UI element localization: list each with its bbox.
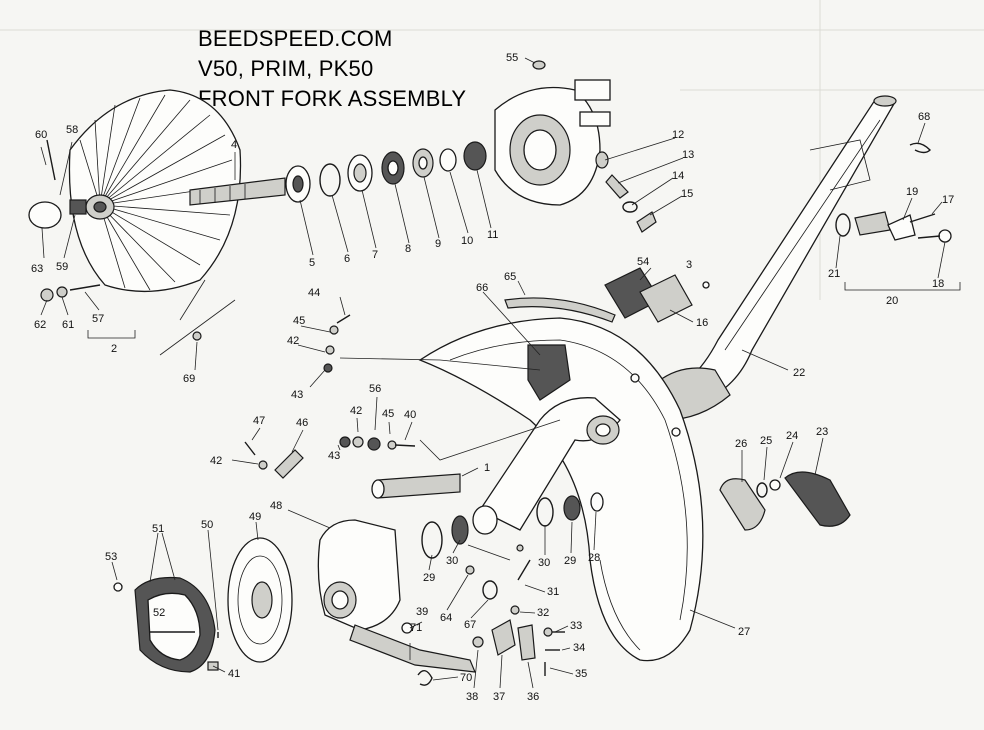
part-label-32: 32 — [537, 607, 549, 619]
part-label-28: 28 — [588, 552, 600, 564]
part-label-61: 61 — [62, 319, 74, 331]
part-label-42-lower: 42 — [210, 455, 222, 467]
part-label-41: 41 — [228, 668, 240, 680]
part-label-58: 58 — [66, 124, 78, 136]
part-label-43-mid: 43 — [328, 450, 340, 462]
part-label-12: 12 — [672, 129, 684, 141]
part-label-45-mid: 45 — [382, 408, 394, 420]
part-label-38: 38 — [466, 691, 478, 703]
part-label-4: 4 — [231, 139, 237, 151]
pivot-shaft — [371, 473, 461, 499]
part-label-60: 60 — [35, 129, 47, 141]
part-label-31: 31 — [547, 586, 559, 598]
part-label-36: 36 — [527, 691, 539, 703]
damper-mount-parts — [719, 471, 851, 531]
part-label-39: 39 — [416, 606, 428, 618]
part-label-19: 19 — [906, 186, 918, 198]
part-label-54: 54 — [637, 256, 649, 268]
part-label-16: 16 — [696, 317, 708, 329]
brake-backing-plate — [227, 537, 293, 663]
part-label-44: 44 — [308, 287, 320, 299]
upper-hub-housing — [494, 60, 657, 233]
small-hardware — [192, 314, 565, 686]
part-label-6: 6 — [344, 253, 350, 265]
part-label-50: 50 — [201, 519, 213, 531]
part-label-57: 57 — [92, 313, 104, 325]
part-label-63: 63 — [31, 263, 43, 275]
part-label-26: 26 — [735, 438, 747, 450]
part-label-11: 11 — [487, 229, 498, 241]
part-label-42-mid: 42 — [350, 405, 362, 417]
front-mudguard — [418, 297, 704, 662]
part-label-71: 71 — [410, 622, 422, 634]
part-label-40: 40 — [404, 409, 416, 421]
part-label-20: 20 — [886, 295, 898, 307]
part-label-65: 65 — [504, 271, 516, 283]
part-label-47: 47 — [253, 415, 265, 427]
part-label-56: 56 — [369, 383, 381, 395]
part-label-68: 68 — [918, 111, 930, 123]
part-label-51: 51 — [152, 523, 164, 535]
part-label-27: 27 — [738, 626, 750, 638]
part-label-35: 35 — [575, 668, 587, 680]
part-label-48: 48 — [270, 500, 282, 512]
friction-pads — [604, 267, 710, 323]
part-label-34: 34 — [573, 642, 585, 654]
fork-swing-arm — [472, 397, 621, 535]
part-label-7: 7 — [372, 249, 378, 261]
part-label-15: 15 — [681, 188, 693, 200]
brake-shoes — [113, 576, 219, 673]
part-label-43-upper: 43 — [291, 389, 303, 401]
part-label-59: 59 — [56, 261, 68, 273]
part-label-17: 17 — [942, 194, 954, 206]
part-label-23: 23 — [816, 426, 828, 438]
part-label-21: 21 — [828, 268, 840, 280]
part-label-1: 1 — [484, 462, 490, 474]
part-label-9: 9 — [435, 238, 441, 250]
lock-parts-group — [835, 142, 961, 291]
assembly-name: FRONT FORK ASSEMBLY — [198, 86, 467, 111]
part-label-64: 64 — [440, 612, 452, 624]
part-label-14: 14 — [672, 170, 684, 182]
part-label-25: 25 — [760, 435, 772, 447]
axle-and-bearings — [189, 141, 487, 206]
part-label-22: 22 — [793, 367, 805, 379]
part-label-53: 53 — [105, 551, 117, 563]
part-label-69: 69 — [183, 373, 195, 385]
steering-tube — [639, 95, 897, 421]
part-number-labels: 60 58 4 63 59 62 61 57 2 5 6 7 8 9 10 11… — [31, 52, 954, 703]
part-label-49: 49 — [249, 511, 261, 523]
part-label-10: 10 — [461, 235, 473, 247]
part-label-70: 70 — [460, 672, 472, 684]
part-label-18: 18 — [932, 278, 944, 290]
part-label-13: 13 — [682, 149, 694, 161]
part-label-33: 33 — [570, 620, 582, 632]
part-label-30-left: 30 — [446, 555, 458, 567]
part-label-5: 5 — [309, 257, 315, 269]
part-label-8: 8 — [405, 243, 411, 255]
part-label-42-upper: 42 — [287, 335, 299, 347]
part-label-29-right: 29 — [564, 555, 576, 567]
part-label-37: 37 — [493, 691, 505, 703]
part-label-62: 62 — [34, 319, 46, 331]
part-label-46: 46 — [296, 417, 308, 429]
leader-lines — [40, 57, 946, 689]
part-label-45-upper: 45 — [293, 315, 305, 327]
part-label-3: 3 — [686, 259, 692, 271]
model-list: V50, PRIM, PK50 — [198, 56, 374, 81]
brake-drum-hub — [28, 89, 242, 302]
part-label-24: 24 — [786, 430, 798, 442]
part-label-29-left: 29 — [423, 572, 435, 584]
part-label-55: 55 — [506, 52, 518, 64]
wheel-hub-carrier — [317, 492, 604, 673]
background-texture — [0, 0, 984, 300]
part-label-66: 66 — [476, 282, 488, 294]
part-label-30-right: 30 — [538, 557, 550, 569]
part-label-2: 2 — [111, 343, 117, 355]
part-label-67: 67 — [464, 619, 476, 631]
part-label-52: 52 — [153, 607, 165, 619]
